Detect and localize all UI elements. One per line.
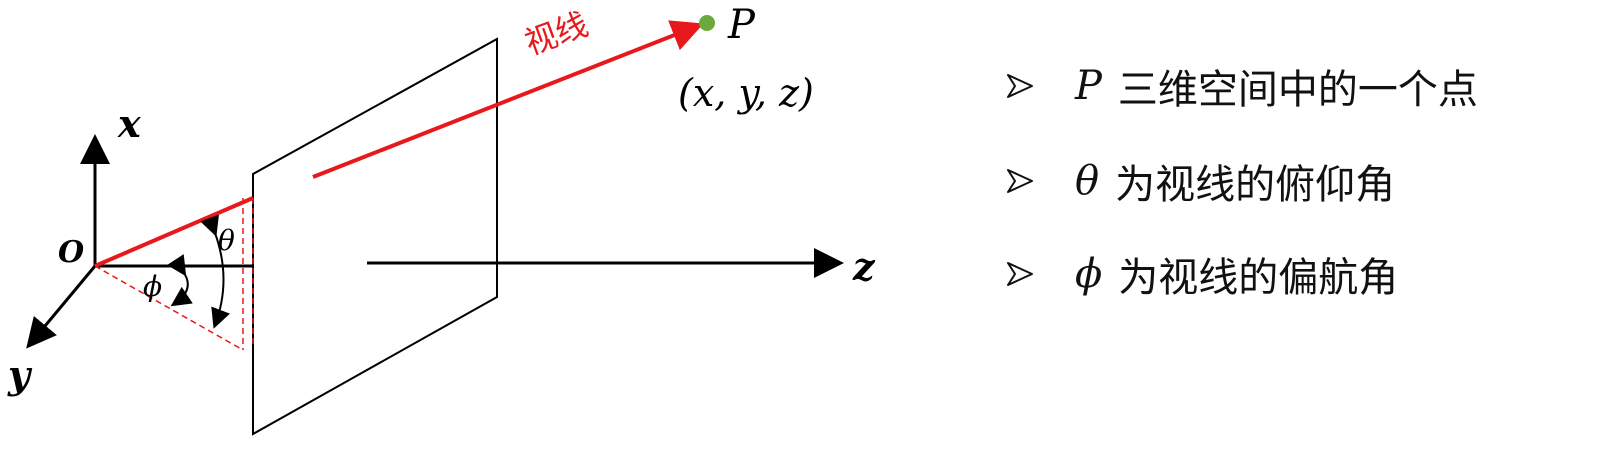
point-p-dot xyxy=(699,15,715,31)
bullet-symbol: ϕ xyxy=(1075,251,1103,297)
image-plane xyxy=(252,37,498,436)
phi-angle-arc xyxy=(166,254,193,307)
bullet-text: 为视线的俯仰角 xyxy=(1115,162,1396,208)
arrowhead-bullet-icon xyxy=(1007,74,1033,98)
y-axis-label: y xyxy=(7,352,33,397)
projection-dashed-ground xyxy=(94,265,244,351)
bullet-symbol: P xyxy=(1075,63,1102,109)
arrowhead-bullet-icon xyxy=(1007,262,1033,286)
sight-line-near xyxy=(94,196,254,268)
arrowhead-bullet-icon xyxy=(1007,169,1033,193)
bullet-item-phi: ϕ 为视线的偏航角 xyxy=(1005,244,1398,304)
sight-line-far xyxy=(312,20,704,179)
point-p-label: P xyxy=(727,2,756,48)
bullet-item-theta: θ 为视线的俯仰角 xyxy=(1005,151,1395,211)
theta-label: θ xyxy=(218,224,235,257)
y-axis-line xyxy=(26,265,97,349)
z-axis-label: z xyxy=(852,244,876,289)
point-coords-label: (x, y, z) xyxy=(678,71,814,115)
x-axis-label: x xyxy=(117,101,142,146)
bullet-symbol: θ xyxy=(1075,158,1100,204)
theta-angle-arc xyxy=(200,214,231,329)
bullet-text: 三维空间中的一个点 xyxy=(1117,67,1478,113)
bullet-item-point: P 三维空间中的一个点 xyxy=(1005,56,1478,116)
sight-line-label: 视线 xyxy=(520,5,593,63)
origin-label: O xyxy=(58,235,84,270)
phi-label: ϕ xyxy=(143,270,162,303)
bullet-text: 为视线的偏航角 xyxy=(1118,255,1399,301)
